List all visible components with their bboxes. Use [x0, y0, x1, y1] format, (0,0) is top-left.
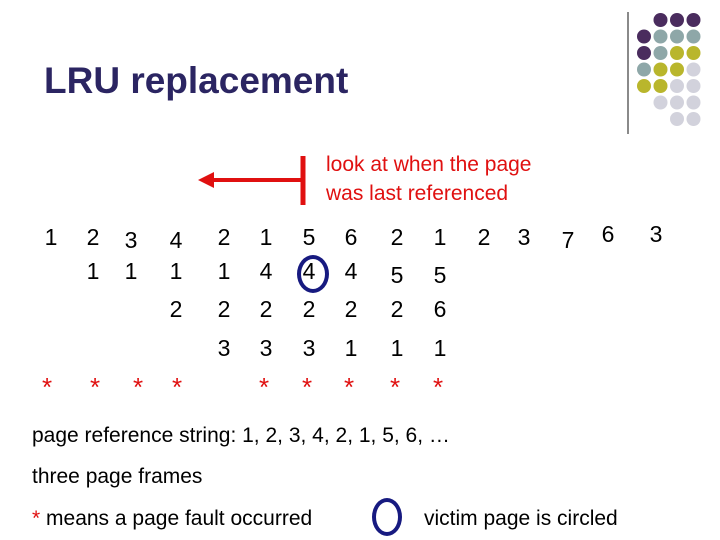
frames-count-text: three page frames	[32, 465, 203, 488]
frame-value: 1	[344, 335, 358, 361]
frame-value: 1	[124, 258, 138, 284]
decorative-dot	[686, 46, 701, 60]
frame-value: 6	[433, 296, 447, 322]
annotation-line-1: look at when the page	[326, 153, 532, 176]
frame-value: 2	[259, 296, 273, 322]
frame-value: 1	[433, 335, 447, 361]
frame-value: 2	[169, 296, 183, 322]
reference-value: 4	[169, 227, 183, 253]
decorative-dot	[653, 62, 668, 77]
reference-value: 1	[433, 224, 447, 250]
fault-marker: *	[432, 372, 444, 402]
decorative-dot	[670, 79, 684, 93]
decorative-dot	[637, 62, 651, 77]
reference-value: 5	[302, 224, 316, 250]
frame-value: 3	[302, 335, 316, 361]
fault-legend-star: *	[32, 507, 41, 530]
reference-value: 3	[124, 227, 138, 253]
fault-legend-text: means a page fault occurred	[40, 507, 313, 530]
reference-value: 2	[390, 224, 404, 250]
reference-value: 2	[86, 224, 100, 250]
frame-value: 5	[390, 262, 404, 288]
frame-value: 3	[217, 335, 231, 361]
reference-value: 6	[601, 221, 615, 247]
victim-legend-text: victim page is circled	[424, 507, 618, 530]
frame-value: 4	[259, 258, 273, 284]
reference-string-text: page reference string: 1, 2, 3, 4, 2, 1,…	[32, 424, 450, 447]
frame-value: 2	[217, 296, 231, 322]
decorative-dot	[637, 29, 651, 44]
fault-marker: *	[41, 372, 53, 402]
fault-marker: *	[343, 372, 355, 402]
fault-marker: *	[258, 372, 270, 402]
decorative-dot	[670, 29, 684, 44]
reference-value: 3	[517, 224, 531, 250]
decorative-dot	[670, 13, 684, 27]
decorative-dot	[637, 46, 651, 60]
reference-value: 2	[477, 224, 491, 250]
frame-value: 5	[433, 262, 447, 288]
decorative-dot	[670, 46, 684, 60]
decorative-dot	[653, 13, 668, 27]
decorative-dot	[670, 112, 684, 126]
decorative-dot	[686, 95, 701, 110]
decorative-dot-grid	[637, 13, 701, 126]
reference-value: 7	[561, 227, 575, 253]
frame-value: 2	[302, 296, 316, 322]
frame-value: 1	[390, 335, 404, 361]
decorative-dot	[653, 29, 668, 44]
decorative-dot	[686, 29, 701, 44]
fault-legend: * means a page fault occurred	[32, 507, 312, 531]
decorative-dot	[670, 62, 684, 77]
reference-value: 1	[44, 224, 58, 250]
fault-marker: *	[389, 372, 401, 402]
title-divider-line	[627, 12, 629, 134]
fault-marker: *	[171, 372, 183, 402]
decorative-dot	[686, 13, 701, 27]
frame-value: 1	[86, 258, 100, 284]
fault-marker: *	[89, 372, 101, 402]
decorative-dot	[686, 62, 701, 77]
frame-value: 4	[344, 258, 358, 284]
reference-value: 2	[217, 224, 231, 250]
victim-legend-circle-icon	[372, 498, 402, 536]
decorative-dot	[670, 95, 684, 110]
fault-marker: *	[301, 372, 313, 402]
victim-circle	[297, 255, 329, 293]
reference-value: 3	[649, 221, 663, 247]
frame-value: 1	[217, 258, 231, 284]
decorative-dot	[653, 79, 668, 93]
decorative-dot	[686, 79, 701, 93]
frame-value: 1	[169, 258, 183, 284]
annotation-note: look at when the page was last reference…	[326, 150, 532, 208]
reference-value: 1	[259, 224, 273, 250]
reference-value: 6	[344, 224, 358, 250]
fault-marker: *	[132, 372, 144, 402]
frame-value: 3	[259, 335, 273, 361]
decorative-dot	[653, 95, 668, 110]
decorative-dot	[686, 112, 701, 126]
page-title: LRU replacement	[44, 60, 349, 101]
decorative-dot	[637, 79, 651, 93]
annotation-line-2: was last referenced	[326, 182, 509, 205]
decorative-dot	[653, 46, 668, 60]
frame-value: 2	[390, 296, 404, 322]
frame-value: 2	[344, 296, 358, 322]
